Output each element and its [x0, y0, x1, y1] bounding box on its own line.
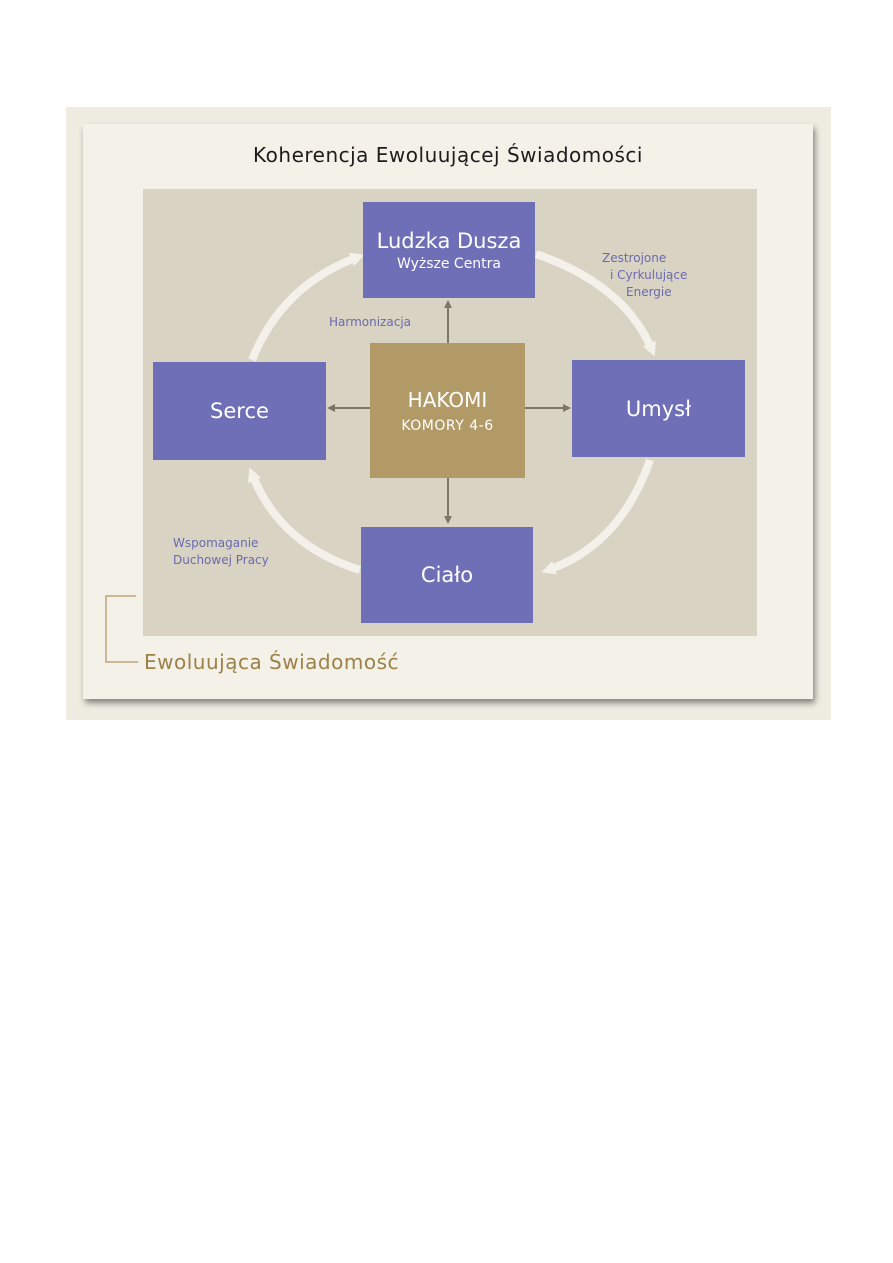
node-ludzka-dusza: Ludzka Dusza Wyższe Centra — [363, 202, 535, 298]
node-hakomi-sublabel: KOMORY 4-6 — [401, 417, 494, 434]
diagram-title: Koherencja Ewoluującej Świadomości — [253, 143, 643, 167]
annotation-harmonizacja: Harmonizacja — [329, 315, 412, 329]
annotation-energie-line-2: i Cyrkulujące — [610, 268, 688, 282]
node-ludzka-dusza-sublabel: Wyższe Centra — [396, 255, 502, 272]
node-cialo: Ciało — [361, 527, 533, 623]
annotation-wspomaganie-line-1: Wspomaganie — [173, 536, 259, 550]
node-hakomi: HAKOMI KOMORY 4-6 — [370, 343, 525, 478]
node-cialo-label: Ciało — [420, 563, 474, 587]
annotation-wspomaganie: Wspomaganie Duchowej Pracy — [173, 535, 269, 569]
node-hakomi-label: HAKOMI — [407, 387, 488, 412]
annotation-energie-line-3: Energie — [626, 285, 672, 299]
node-serce: Serce — [153, 362, 326, 460]
cycle-arrow-right-bottom — [541, 458, 654, 575]
annotation-wspomaganie-line-2: Duchowej Pracy — [173, 553, 269, 567]
annotation-energie: Zestrojone i Cyrkulujące Energie — [600, 250, 720, 301]
cycle-arrow-top-right — [534, 250, 656, 357]
cycle-arrow-bottom-left — [248, 467, 362, 574]
annotation-energie-line-1: Zestrojone — [602, 251, 667, 265]
cycle-arrow-left-top — [248, 252, 365, 362]
node-umysl-label: Umysł — [625, 396, 692, 421]
node-ludzka-dusza-label: Ludzka Dusza — [376, 228, 522, 253]
node-serce-label: Serce — [210, 399, 269, 423]
footer-bracket — [105, 595, 138, 663]
node-umysl: Umysł — [572, 360, 745, 457]
footer-caption: Ewoluująca Świadomość — [144, 650, 399, 674]
